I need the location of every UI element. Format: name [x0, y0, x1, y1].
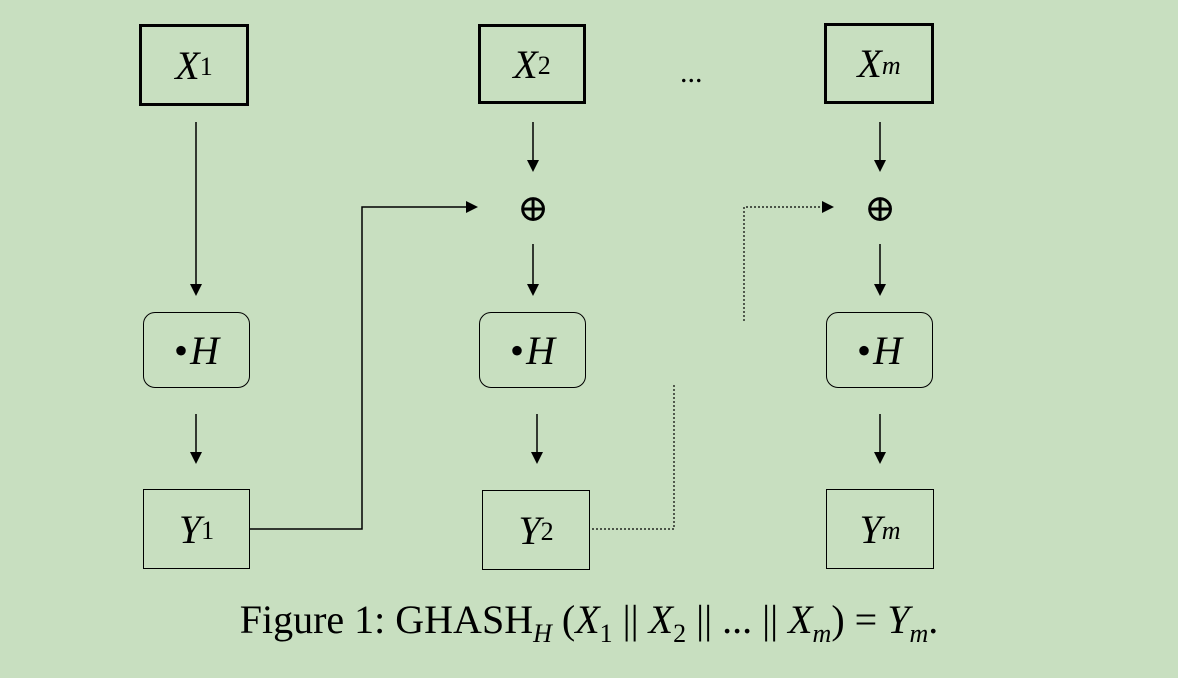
- xor-symbol-2: ⊕: [517, 188, 549, 230]
- caption-ym-sub: m: [909, 619, 929, 648]
- xor-symbol-m: ⊕: [864, 188, 896, 230]
- caption-ym: Y: [887, 597, 910, 642]
- hm-var: H: [873, 327, 902, 373]
- caption-sep2: || ... ||: [686, 597, 789, 642]
- caption-end: .: [928, 597, 939, 642]
- wire-y1-to-xor2: [250, 201, 478, 530]
- hm-bullet: •: [857, 327, 872, 373]
- caption-prefix: Figure 1: GHASH: [239, 597, 534, 642]
- multiply-h-block-1: •H: [143, 312, 250, 388]
- xm-sub: m: [881, 50, 901, 80]
- ym-var: Y: [859, 506, 882, 552]
- caption-xm-sub: m: [812, 619, 832, 648]
- caption-x2: X: [648, 597, 674, 642]
- xm-var: X: [857, 41, 882, 86]
- dotted-wire-y2: [592, 384, 675, 530]
- caption-xm: X: [788, 597, 813, 642]
- ym-sub: m: [881, 516, 901, 545]
- x2-sub: 2: [537, 51, 551, 80]
- caption-x2-sub: 2: [673, 619, 687, 648]
- ellipsis: ...: [680, 56, 703, 89]
- multiply-h-block-2: •H: [479, 312, 586, 388]
- y1-sub: 1: [201, 516, 215, 545]
- caption-close: ) =: [831, 597, 888, 642]
- h2-var: H: [526, 327, 555, 373]
- x1-var: X: [175, 42, 200, 88]
- multiply-h-block-m: •H: [826, 312, 933, 388]
- y1-var: Y: [178, 506, 202, 552]
- y2-var: Y: [518, 507, 541, 553]
- caption-x1-sub: 1: [599, 619, 613, 648]
- h1-var: H: [190, 327, 219, 373]
- y2-sub: 2: [540, 517, 554, 546]
- x2-var: X: [513, 41, 538, 87]
- figure-caption: Figure 1: GHASHH (X1 || X2 || ... || Xm)…: [0, 596, 1178, 649]
- x1-sub: 1: [199, 52, 213, 81]
- h2-bullet: •: [510, 327, 525, 373]
- dotted-wire-to-xorm: [743, 201, 834, 321]
- caption-open: (: [551, 597, 576, 642]
- caption-sep1: ||: [612, 597, 649, 642]
- h1-bullet: •: [174, 327, 189, 373]
- caption-sub-h: H: [533, 619, 552, 648]
- caption-x1: X: [575, 597, 600, 642]
